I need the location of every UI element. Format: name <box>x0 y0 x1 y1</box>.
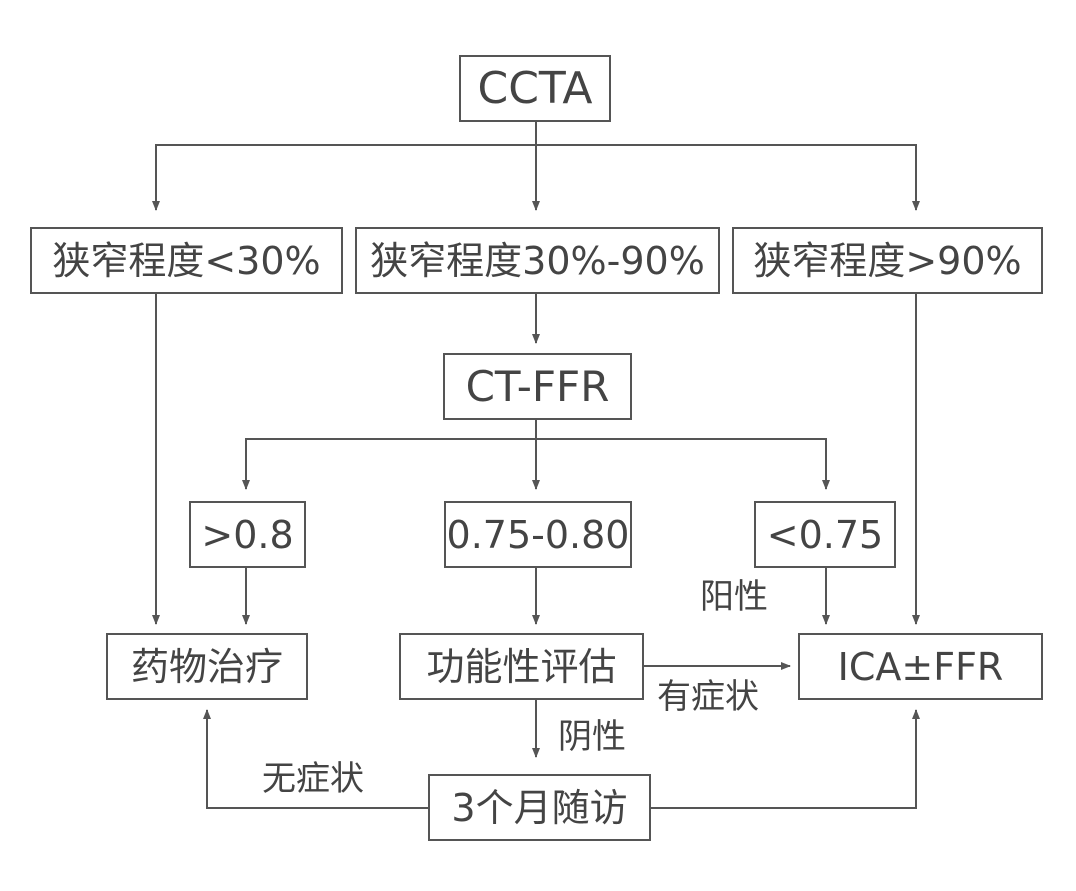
edge-ccta-to-lt30 <box>152 122 537 211</box>
node-ica-ffr: ICA±FFR <box>798 633 1043 700</box>
edge-followup-to-ica <box>651 709 920 809</box>
node-functional-assessment: 功能性评估 <box>399 633 644 700</box>
node-stenosis-30-90: 狭窄程度30%-90% <box>355 227 720 294</box>
edge-followup-to-medical-therapy <box>203 709 428 809</box>
node-medical-therapy: 药物治疗 <box>106 633 308 700</box>
node-ffr-gt08: >0.8 <box>189 501 306 568</box>
label-asymptomatic: 无症状 <box>262 759 364 799</box>
node-stenosis-lt30: 狭窄程度<30% <box>30 227 343 294</box>
node-ffr-lt075: <0.75 <box>754 501 896 568</box>
node-stenosis-gt90: 狭窄程度>90% <box>732 227 1043 294</box>
node-ffr-075-080: 0.75-0.80 <box>444 501 632 568</box>
edge-ctffr-to-lt075 <box>536 438 830 490</box>
node-ccta: CCTA <box>459 55 611 122</box>
label-symptomatic: 有症状 <box>657 677 759 717</box>
label-positive: 阳性 <box>700 577 768 617</box>
edge-ctffr-to-gt08 <box>242 420 537 490</box>
label-negative: 阴性 <box>558 717 626 757</box>
edge-ccta-to-gt90 <box>536 144 920 211</box>
node-ctffr: CT-FFR <box>443 353 632 420</box>
node-followup-3m: 3个月随访 <box>428 774 651 841</box>
